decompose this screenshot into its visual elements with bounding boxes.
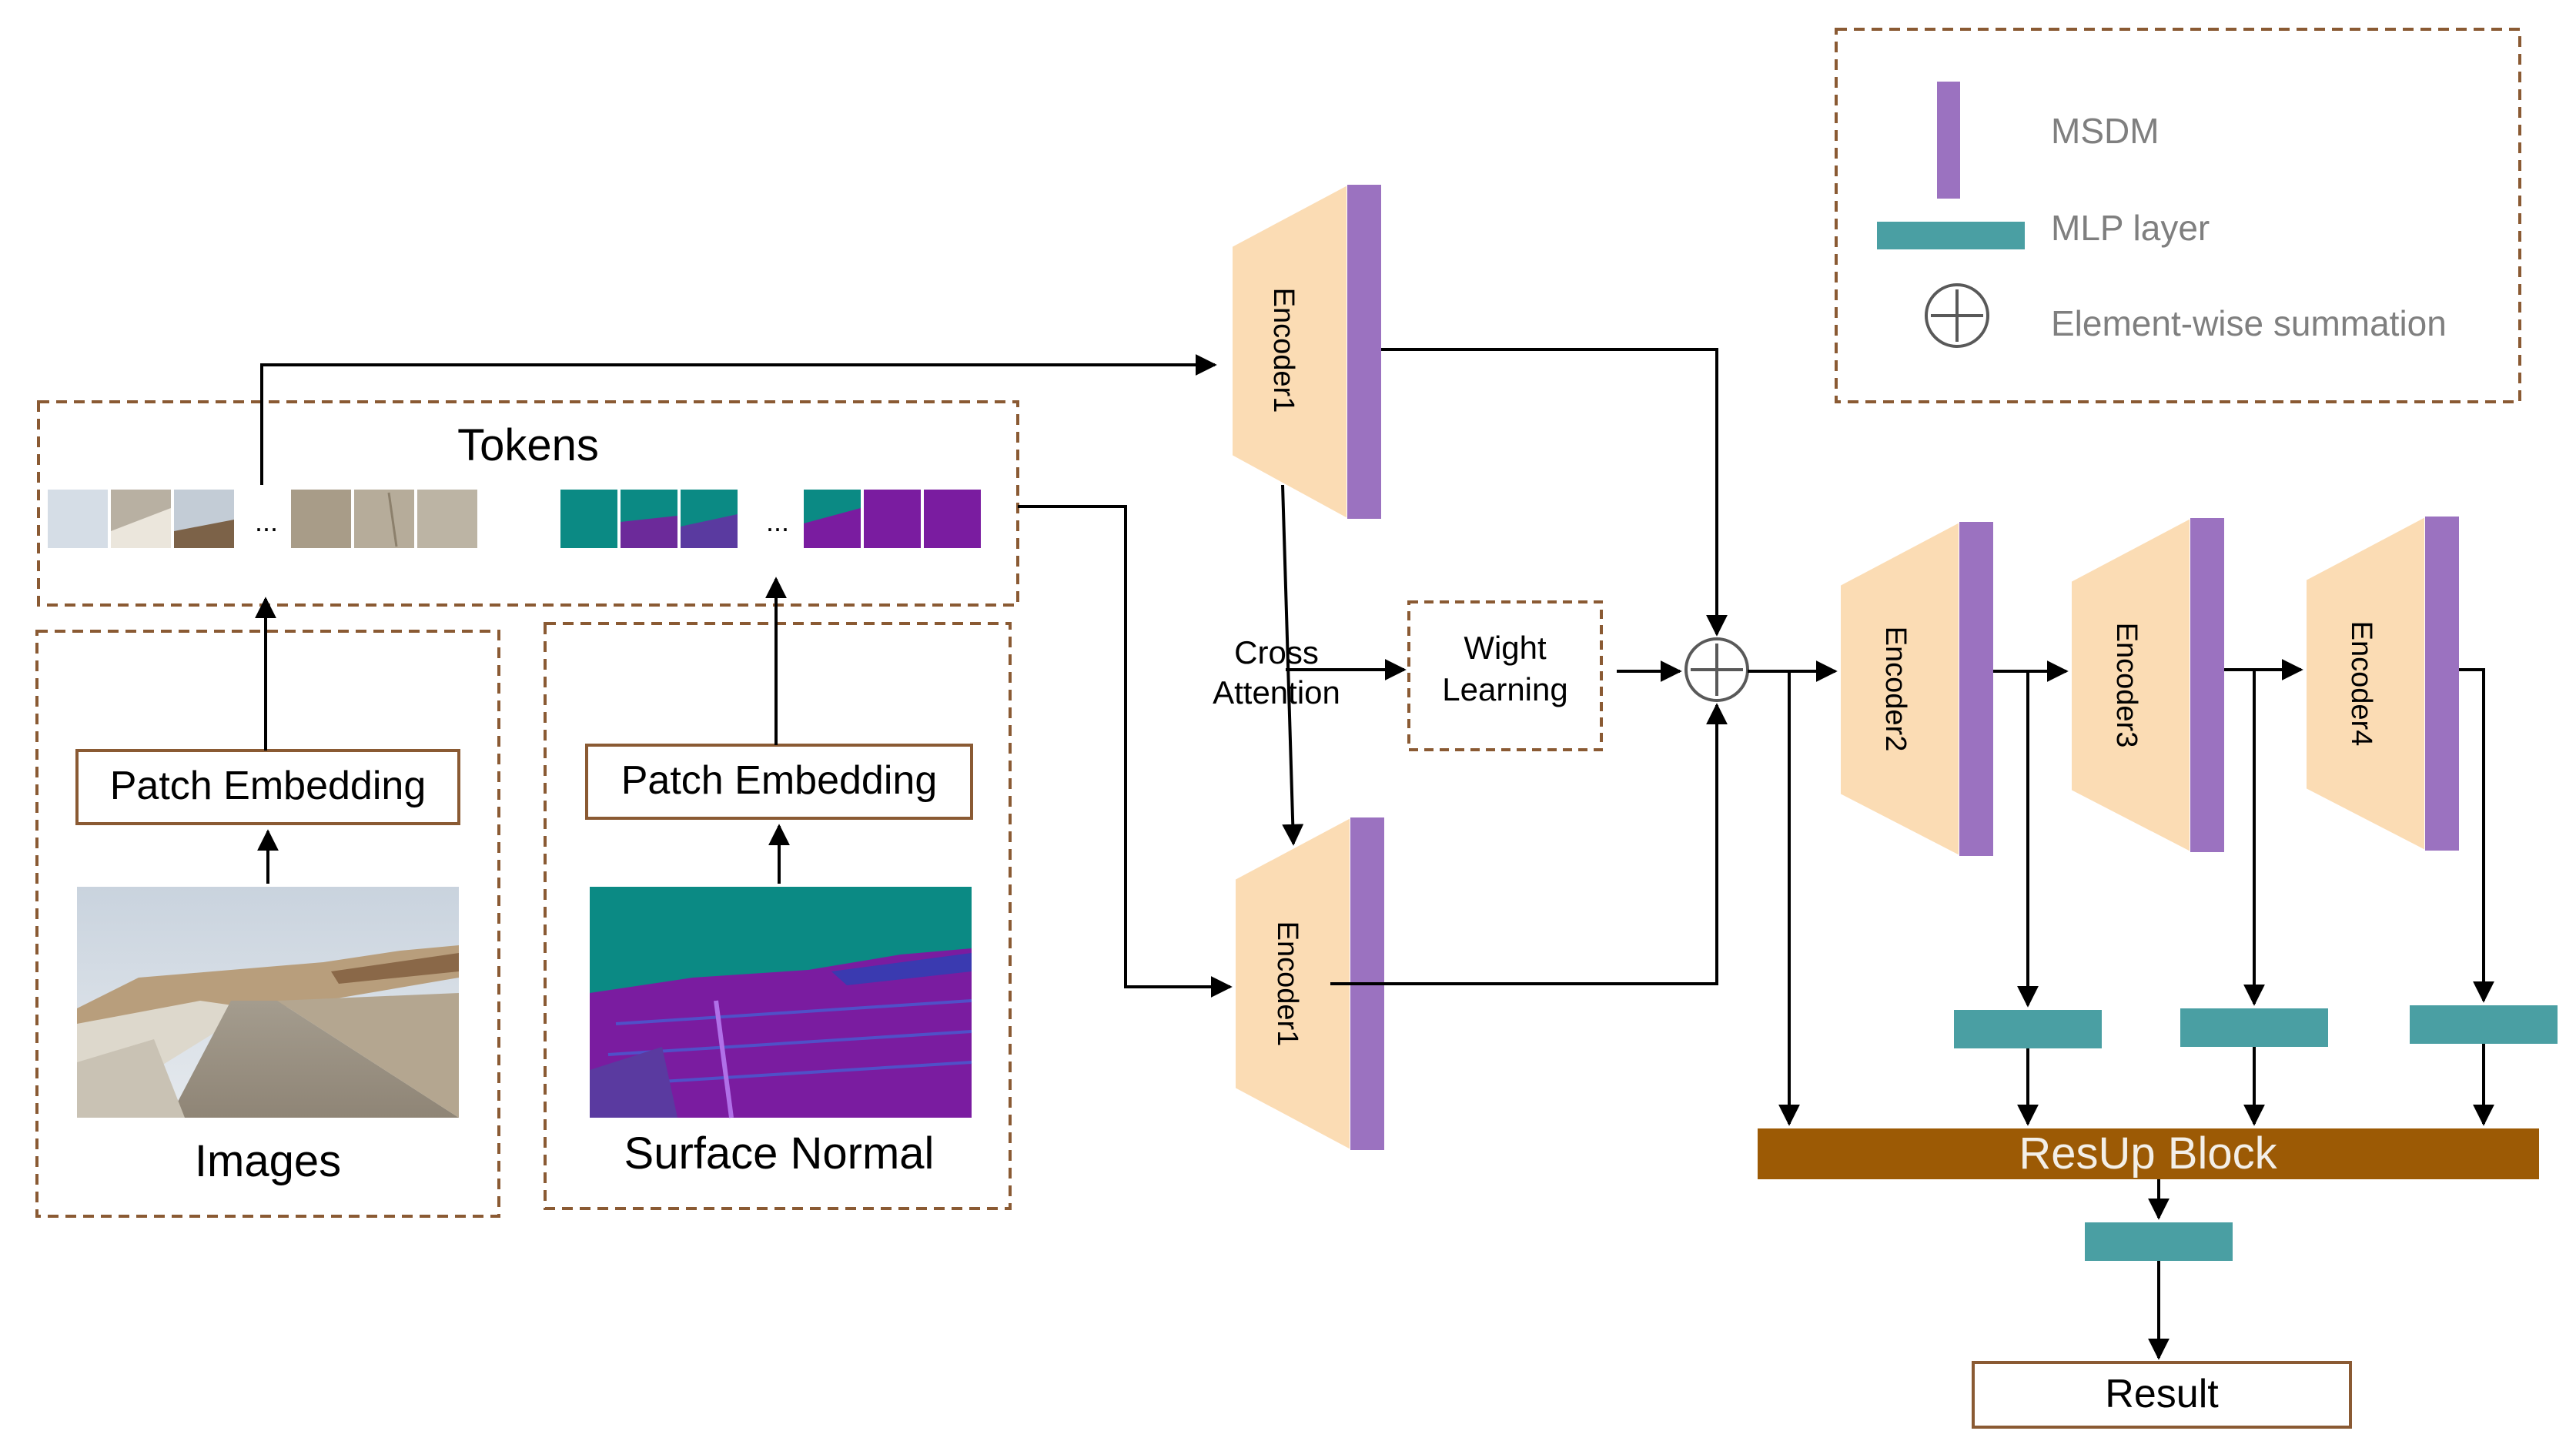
token-patch — [417, 490, 477, 548]
encoder3-label: Encoder3 — [2110, 623, 2143, 748]
patch-embedding-left-label: Patch Embedding — [110, 764, 427, 808]
images-photo — [77, 887, 459, 1118]
arrow-encoder4-to-mlp — [2459, 668, 2494, 1003]
legend-box — [1835, 28, 2521, 403]
result-label: Result — [2105, 1372, 2219, 1416]
token-ellipsis: ... — [255, 506, 278, 537]
weight-learning-label-line2: Learning — [1442, 671, 1567, 707]
tokens-title: Tokens — [457, 420, 599, 470]
encoder1-top-msdm — [1347, 185, 1381, 519]
resup-block — [1758, 1128, 2539, 1179]
token-patch — [291, 490, 351, 548]
legend-msdm-label: MSDM — [2051, 111, 2159, 151]
token-patch — [560, 490, 617, 548]
legend-sum-icon — [1925, 283, 1989, 348]
legend-mlp-swatch — [1877, 222, 2025, 249]
arrow-encoder1-top-to-sum — [1381, 348, 1728, 637]
mlp-layer — [1954, 1010, 2102, 1048]
resup-block-label: ResUp Block — [2019, 1128, 2277, 1179]
image-tokens: ... — [48, 490, 477, 548]
arrow-encoder1-bottom-to-sum — [1330, 703, 1728, 985]
cross-attention-label-line2: Attention — [1213, 674, 1340, 710]
token-patch — [354, 490, 414, 548]
token-patch — [924, 490, 981, 548]
cross-attention-label-line1: Cross — [1234, 634, 1319, 670]
weight-learning-box — [1407, 600, 1603, 751]
surface-normal-label: Surface Normal — [624, 1128, 935, 1179]
connections — [260, 348, 2494, 1360]
patch-embedding-left — [75, 749, 460, 825]
encoder3-msdm — [2190, 518, 2224, 852]
images-group-box — [35, 630, 500, 1218]
mlp-layer — [2410, 1005, 2558, 1044]
arrow-cross-attention — [1281, 484, 1304, 846]
arrow-tokens-to-encoder1-bottom — [1018, 505, 1233, 998]
legend-sum-label: Element-wise summation — [2051, 303, 2447, 343]
legend-mlp-label: MLP layer — [2051, 208, 2210, 248]
encoder1-top-label: Encoder1 — [1267, 288, 1300, 413]
encoder4-msdm — [2425, 517, 2459, 851]
encoder1-bottom-label: Encoder1 — [1271, 921, 1303, 1047]
tokens-group-box — [37, 400, 1019, 607]
encoder2-label: Encoder2 — [1879, 627, 1912, 752]
token-patch — [864, 490, 921, 548]
images-label: Images — [195, 1136, 341, 1186]
legend-msdm-swatch — [1937, 82, 1960, 199]
surface-normal-photo — [590, 887, 972, 1118]
surface-normal-tokens: ... — [560, 490, 981, 548]
arrow-tokens-to-encoder1-top — [260, 354, 1217, 485]
summation-node — [1684, 637, 1749, 702]
mlp-layer — [2180, 1008, 2328, 1047]
token-patch — [48, 490, 108, 548]
patch-embedding-right-label: Patch Embedding — [621, 758, 938, 803]
weight-learning-label-line1: Wight — [1464, 630, 1547, 666]
mlp-layer — [2085, 1222, 2233, 1261]
encoder4-label: Encoder4 — [2345, 621, 2377, 747]
patch-embedding-right — [585, 744, 973, 820]
encoder2-msdm — [1959, 522, 1993, 856]
token-ellipsis: ... — [766, 506, 789, 537]
result-box — [1972, 1361, 2352, 1429]
